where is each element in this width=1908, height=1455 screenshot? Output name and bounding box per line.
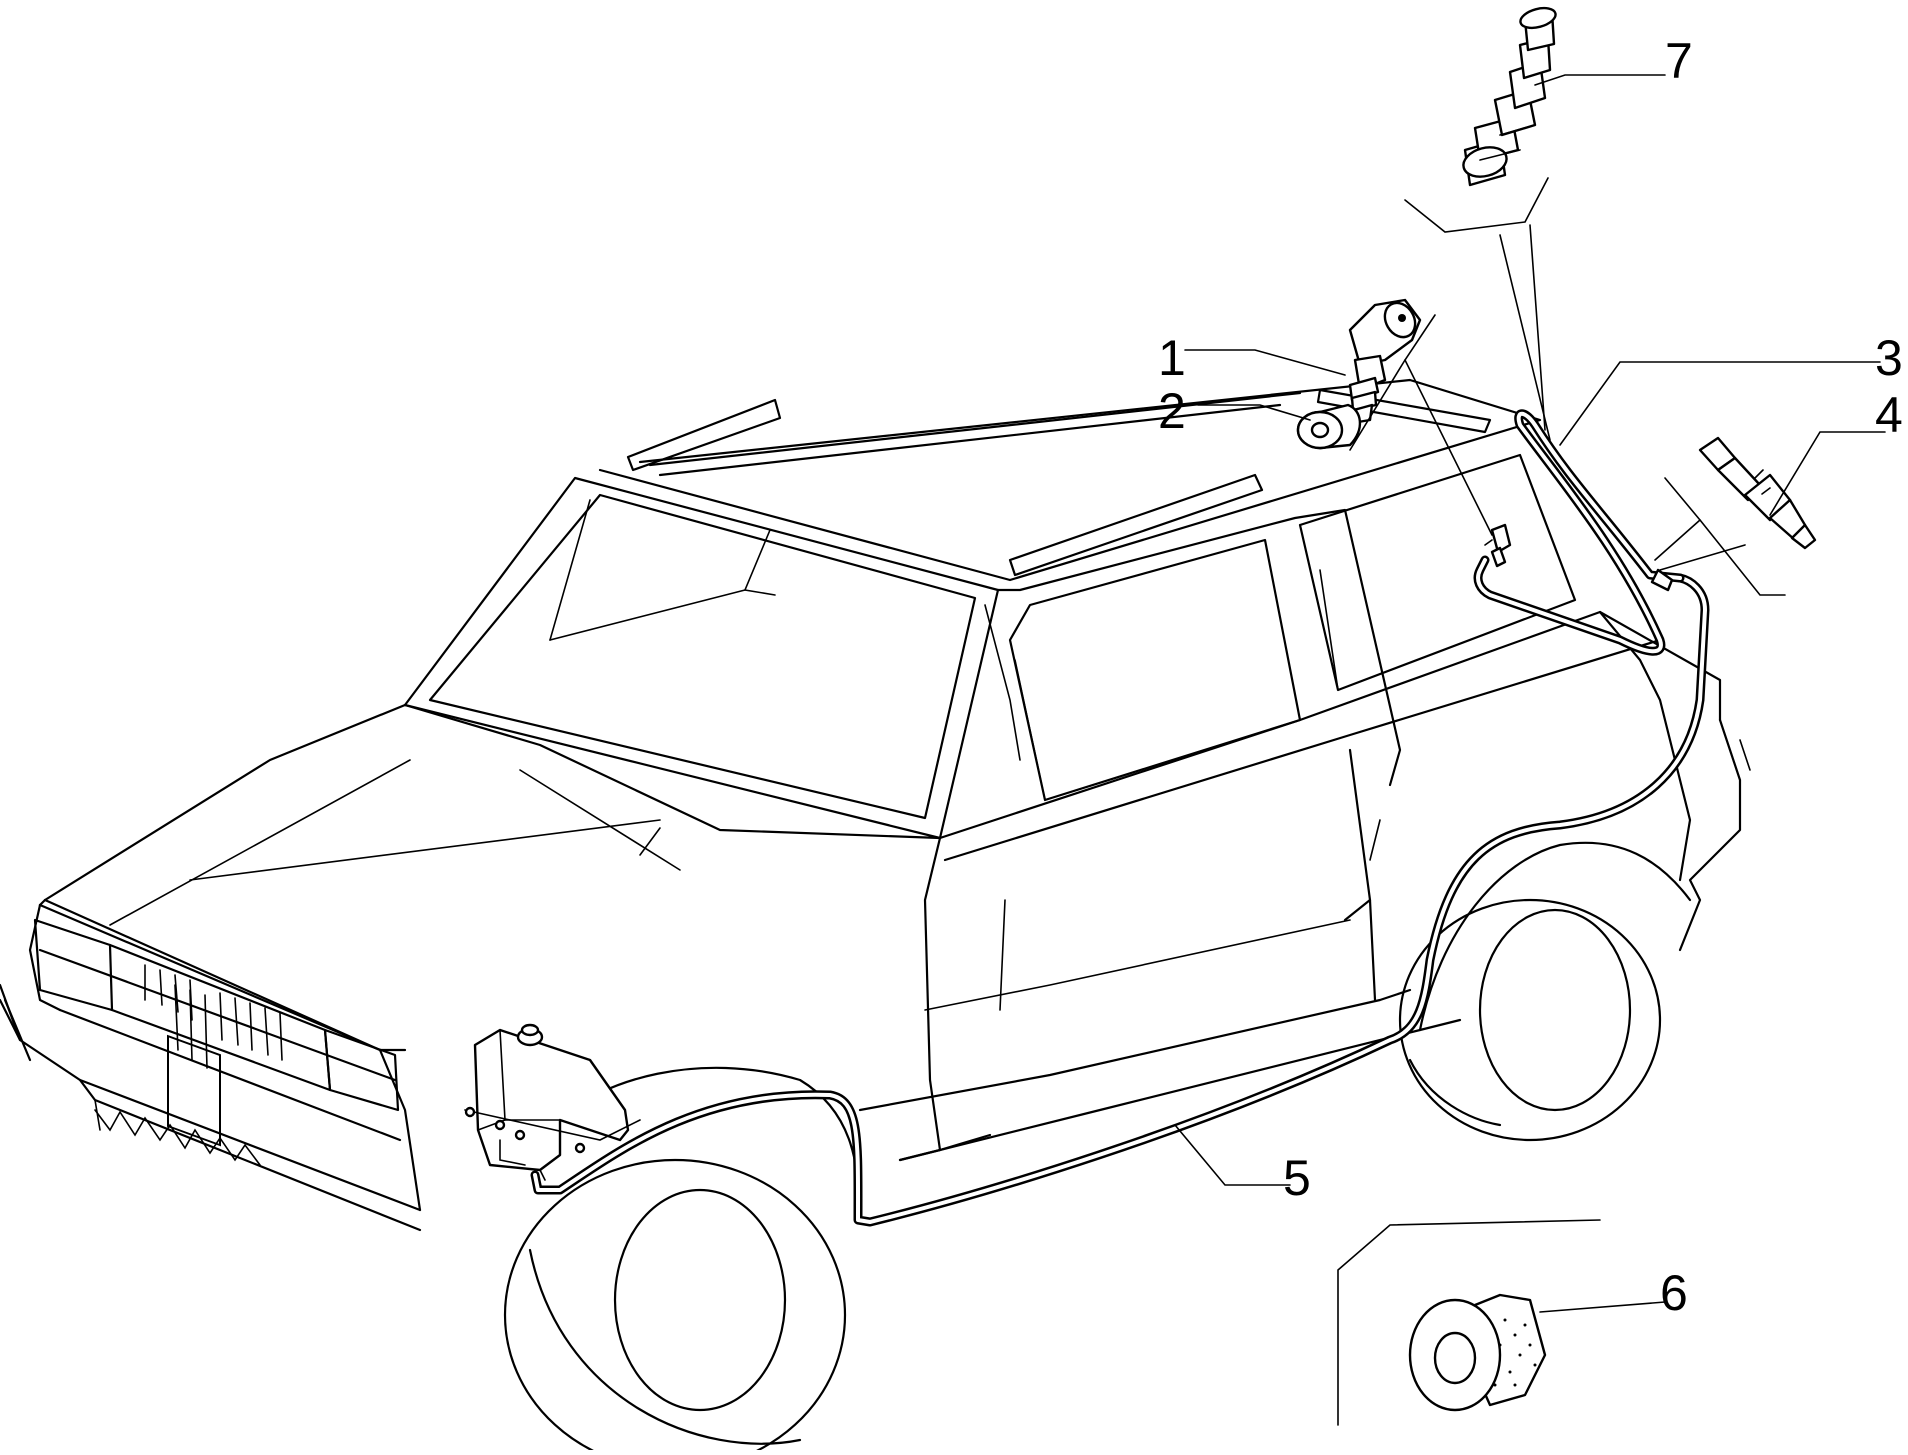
mounted-nozzle xyxy=(1484,523,1512,568)
callout-3: 3 xyxy=(1875,330,1903,386)
assembly-guide-lines xyxy=(1337,177,1786,1426)
washer-fluid-reservoir xyxy=(464,1023,641,1181)
callout-7: 7 xyxy=(1665,33,1693,89)
part-7-corrugated-hose xyxy=(1462,6,1557,187)
callout-4: 4 xyxy=(1875,387,1903,443)
part-1-washer-nozzle xyxy=(1348,298,1422,424)
washer-pipe xyxy=(530,409,1710,1227)
part-6-rubber-grommet xyxy=(1408,1293,1547,1412)
callout-6: 6 xyxy=(1660,1265,1688,1321)
part-4-pipe-connector xyxy=(1698,436,1817,550)
car-body-outline xyxy=(0,378,1751,1455)
callout-leaders xyxy=(1174,74,1886,1313)
callout-5: 5 xyxy=(1283,1150,1311,1206)
part-2-nozzle-grommet xyxy=(1296,403,1362,450)
callout-2: 2 xyxy=(1158,383,1186,439)
callout-1: 1 xyxy=(1158,330,1186,386)
